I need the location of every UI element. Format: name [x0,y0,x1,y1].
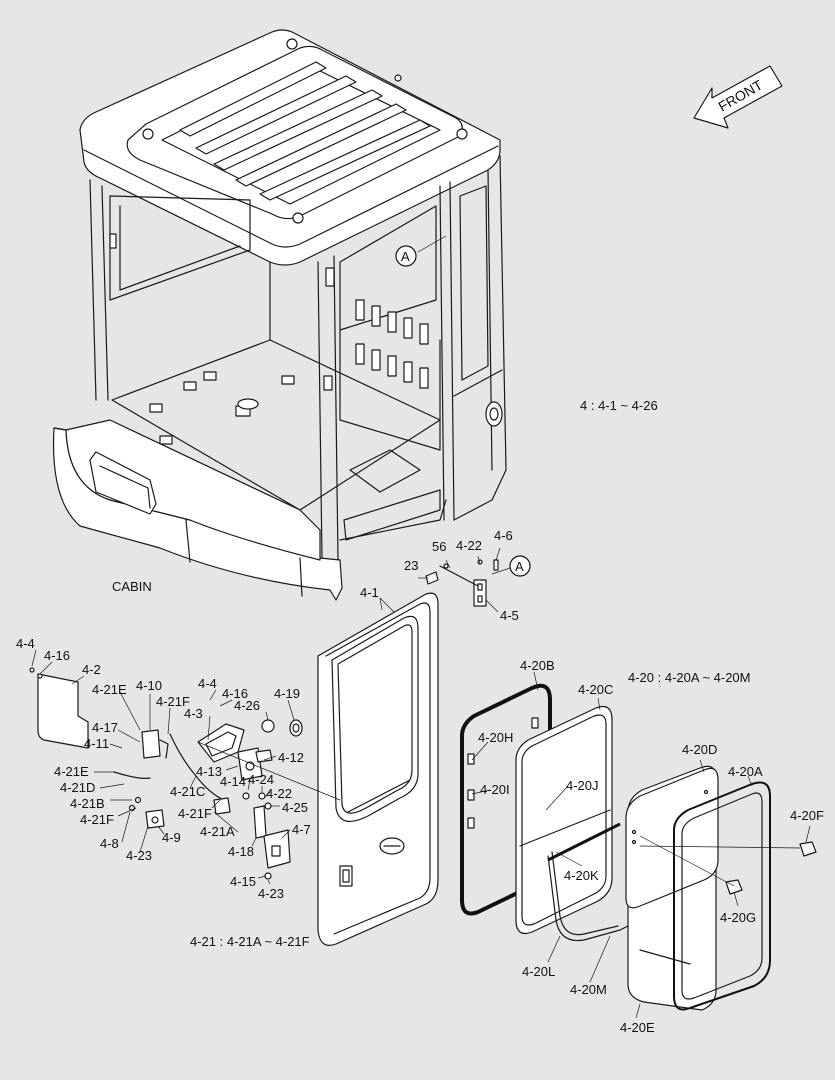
part-label: 4-5 [500,608,519,623]
part-label: 4-9 [162,830,181,845]
part-label: 4-21B [70,796,105,811]
part-label: 4-25 [282,800,308,815]
part-label: 4-22 [266,786,292,801]
part-label: 4-6 [494,528,513,543]
part-label: 4-21A [200,824,235,839]
part-label: 4-20A [728,764,763,779]
part-label: 56 [432,539,446,554]
left-parts [29,667,341,880]
part-label: 4-21C [170,784,205,799]
part-label: 4-23 [258,886,284,901]
part-label: 4-20J [566,778,599,793]
part-label: 4-12 [278,750,304,765]
view-ref-a-label: A [401,249,410,264]
part-label: 4-20M [570,982,607,997]
rear-louvers [355,299,429,389]
part-label: 4-3 [184,706,203,721]
part-label: 4-20D [682,742,717,757]
part-label: 4-4 [198,676,217,691]
part-label: 4-20B [520,658,555,673]
part-label: 4-14 [220,774,246,789]
part-label: 4-18 [228,844,254,859]
leader-lines [31,547,811,1019]
part-label: 4-20F [790,808,824,823]
part-label: 4-20H [478,730,513,745]
part-label: 4-21E [92,682,127,697]
view-ref-a-cabin: A [395,235,447,267]
part-label: 4-16 [44,648,70,663]
part-label: 4-1 [360,585,379,600]
part-label: 4-20K [564,868,599,883]
part-label: 4-20G [720,910,756,925]
part-label: 4-10 [136,678,162,693]
part-label: 4-21F [178,806,212,821]
part-label: 4-7 [292,822,311,837]
part-label: 4-11 [84,736,109,751]
caption-group-4-20: 4-20 : 4-20A ~ 4-20M [628,670,751,685]
part-label: 4-20C [578,682,613,697]
door-drawing [317,592,439,946]
part-label: 4-21E [54,764,89,779]
cabin-drawing: A [52,29,507,601]
part-label: 4-17 [92,720,118,735]
part-label: 4-8 [100,836,119,851]
part-label: 4-13 [196,764,222,779]
roof-ribs [179,61,431,201]
view-ref-a-detail-label: A [515,559,524,574]
part-label: 4-2 [82,662,101,677]
glass-4-20c [515,705,613,935]
part-labels: 56 4-22 4-6 23 4-5 4-1 4-4 4-16 4-2 4-21… [16,528,824,1035]
part-label: 4-21F [80,812,114,827]
glass-4-20d [625,767,719,909]
part-label: 4-23 [126,848,152,863]
part-label: 23 [404,558,418,573]
part-label: 4-16 [222,686,248,701]
part-label: 4-19 [274,686,300,701]
front-arrow: FRONT [693,65,783,129]
caption-group-4: 4 : 4-1 ~ 4-26 [580,398,658,413]
hinge-hardware: A [425,555,531,607]
seal-4-20a [673,781,771,1011]
part-label: 4-24 [248,772,274,787]
part-label: 4-20I [480,782,510,797]
part-label: 4-20L [522,964,555,979]
caption-group-4-21: 4-21 : 4-21A ~ 4-21F [190,934,310,949]
part-label: 4-20E [620,1020,655,1035]
part-label: 4-21D [60,780,95,795]
caption-cabin: CABIN [112,579,152,594]
part-label: 4-4 [16,636,35,651]
part-label: 4-15 [230,874,256,889]
part-label: 4-26 [234,698,260,713]
part-label: 4-21F [156,694,190,709]
part-label: 4-22 [456,538,482,553]
